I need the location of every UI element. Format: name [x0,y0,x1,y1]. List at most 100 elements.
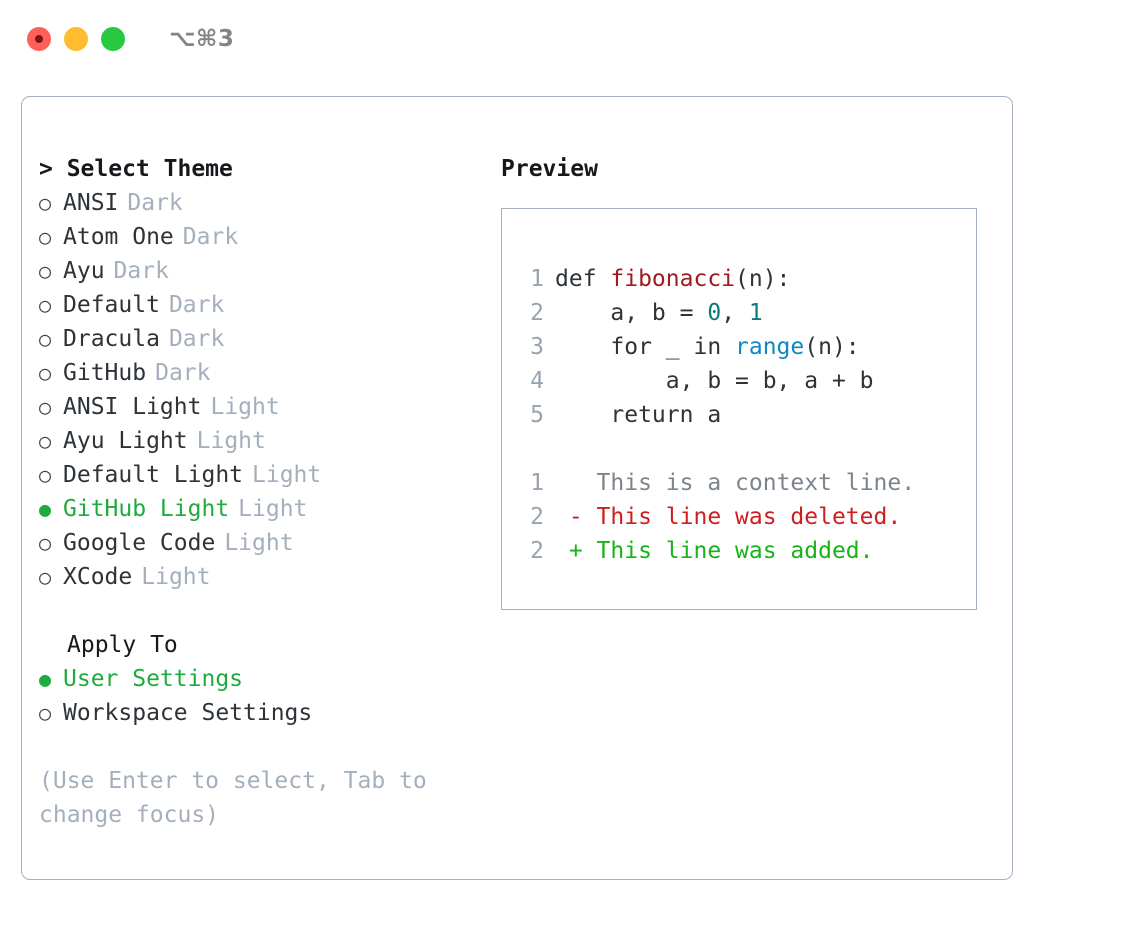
radio-selected-icon: ● [39,667,52,691]
theme-option-kind: Dark [127,190,183,216]
diff-line-number: 2 [530,504,544,530]
diff-line-text: This is a context line. [582,470,916,496]
radio-unselected-icon: ○ [39,701,52,725]
apply-to-option-list[interactable]: ● User Settings ○ Workspace Settings [39,662,489,730]
theme-option-label: ANSI Light [63,394,202,420]
code-token-plain: a, b = b, a + b [555,368,874,394]
apply-to-option-label: Workspace Settings [63,700,313,726]
diff-line-deleted: 2 - This line was deleted. [518,500,966,534]
keyboard-shortcut-label: ⌥⌘3 [169,26,235,52]
preview-heading: Preview [501,156,598,182]
theme-option-label: Default Light [63,462,244,488]
radio-selected-icon: ● [39,497,52,521]
keyboard-hint-text: (Use Enter to select, Tab to change focu… [39,768,441,828]
theme-option-label: Ayu Light [63,428,188,454]
radio-unselected-icon: ○ [39,259,52,283]
theme-option-dracula[interactable]: ○ Dracula Dark [39,322,489,356]
radio-unselected-icon: ○ [39,361,52,385]
diff-marker: + [555,538,583,564]
diff-line-text: This line was added. [582,538,874,564]
code-blank-line [518,432,966,466]
code-token-num: 1 [748,300,763,326]
code-token-func: fibonacci [610,266,736,292]
radio-unselected-icon: ○ [39,395,52,419]
code-line: 4 a, b = b, a + b [518,364,966,398]
theme-option-label: Google Code [63,530,216,556]
theme-option-kind: Dark [168,326,225,352]
diff-line-added: 2 + This line was added. [518,534,966,568]
window-controls [27,27,125,51]
diff-line-number: 1 [530,470,544,496]
maximize-button-icon[interactable] [101,27,125,51]
theme-option-label: GitHub [63,360,147,386]
radio-unselected-icon: ○ [39,565,52,589]
radio-unselected-icon: ○ [39,429,52,453]
code-line-number: 3 [530,334,544,360]
diff-line-context: 1 This is a context line. [518,466,966,500]
code-line-number: 1 [530,266,544,292]
theme-option-ayu-light[interactable]: ○ Ayu Light Light [39,424,489,458]
theme-option-label: XCode [63,564,133,590]
diff-line-text: This line was deleted. [582,504,902,530]
code-line-number: 4 [530,368,544,394]
radio-unselected-icon: ○ [39,191,52,215]
diff-marker: - [555,504,583,530]
code-token-plain: (n): [804,334,860,360]
theme-option-kind: Dark [155,360,211,386]
theme-option-kind: Light [238,496,308,522]
code-line: 5 return a [518,398,966,432]
theme-option-kind: Light [196,428,266,454]
theme-option-label: Dracula [63,326,160,352]
radio-unselected-icon: ○ [39,327,52,351]
theme-option-xcode[interactable]: ○ XCode Light [39,560,489,594]
apply-to-option-label: User Settings [63,666,244,692]
apply-to-option-workspace-settings[interactable]: ○ Workspace Settings [39,696,489,730]
theme-option-github[interactable]: ○ GitHub Dark [39,356,489,390]
code-line-number: 2 [530,300,544,326]
theme-option-kind: Light [252,462,322,488]
code-token-plain: def [555,266,611,292]
theme-option-default[interactable]: ○ Default Dark [39,288,489,322]
diff-marker [555,466,583,500]
theme-option-default-light[interactable]: ○ Default Light Light [39,458,489,492]
apply-to-heading: Apply To [67,632,178,658]
code-line: 2 a, b = 0, 1 [518,296,966,330]
code-token-plain: , [721,300,749,326]
theme-option-ansi-light[interactable]: ○ ANSI Light Light [39,390,489,424]
minimize-button-icon[interactable] [64,27,88,51]
diff-line-list: 1 This is a context line.2 - This line w… [518,466,966,568]
code-token-plain: return a [555,402,722,428]
radio-unselected-icon: ○ [39,463,52,487]
theme-option-kind: Light [224,530,294,556]
code-line: 1 def fibonacci(n): [518,262,966,296]
theme-option-label: Ayu [63,258,105,284]
code-token-call: range [735,334,805,360]
code-token-plain: for _ in [555,334,736,360]
radio-unselected-icon: ○ [39,531,52,555]
code-line: 3 for _ in range(n): [518,330,966,364]
code-line-number: 5 [530,402,544,428]
close-button-icon[interactable] [27,27,51,51]
radio-unselected-icon: ○ [39,225,52,249]
select-theme-heading: > Select Theme [39,156,233,182]
radio-unselected-icon: ○ [39,293,52,317]
theme-option-kind: Light [210,394,280,420]
apply-to-option-user-settings[interactable]: ● User Settings [39,662,489,696]
code-token-plain: a, b = [555,300,708,326]
theme-option-google-code[interactable]: ○ Google Code Light [39,526,489,560]
theme-option-kind: Dark [168,292,225,318]
code-token-num: 0 [707,300,722,326]
theme-option-kind: Light [141,564,211,590]
theme-option-label: Default [63,292,160,318]
code-token-plain: (n): [735,266,791,292]
